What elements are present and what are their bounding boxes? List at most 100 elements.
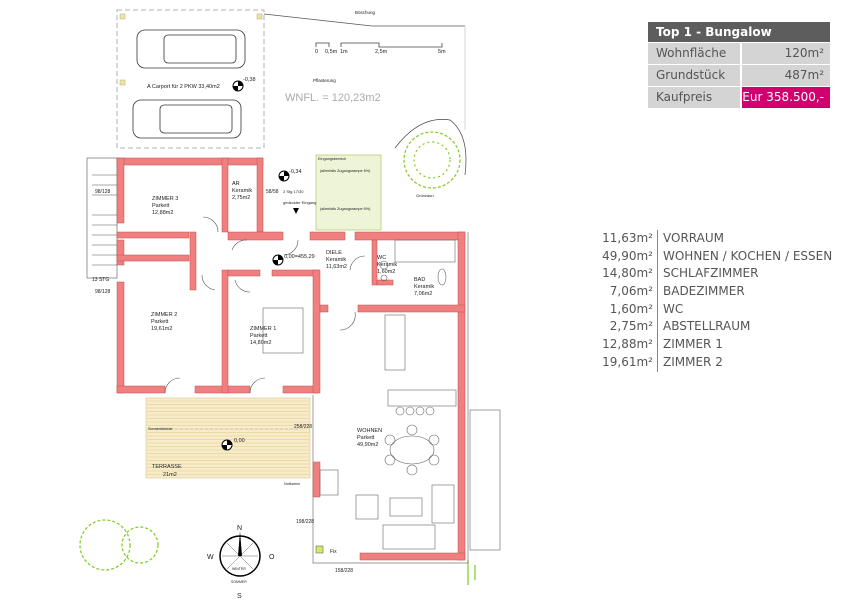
info-row-kaufpreis: Kaufpreis Eur 358.500,- (648, 87, 830, 108)
fix-window (315, 545, 324, 554)
compass-sommer: SOMMER (231, 580, 247, 584)
room-area: 12,88m² (590, 336, 658, 354)
info-value: 120m² (742, 43, 830, 64)
room-list-item: 12,88m² ZIMMER 1 (590, 336, 832, 354)
scale-bar (315, 42, 443, 48)
room-wc-name: WC (377, 255, 386, 261)
room-diele-name: DIELE (326, 250, 342, 256)
level-marker-icon (278, 170, 290, 182)
room-area: 11,63m² (590, 230, 658, 248)
compass-icon (219, 531, 261, 577)
tree-icon (79, 131, 476, 585)
label-ramp: (allenfalls Zugangsrampe 6%) (320, 169, 371, 173)
dim-label: 98/128 (95, 289, 111, 295)
room-list-item: 2,75m² ABSTELLRAUM (590, 318, 832, 337)
room-bad-name: BAD (414, 277, 425, 283)
door-swings (164, 216, 366, 394)
property-info-box: Top 1 - Bungalow Wohnfläche 120m² Grunds… (648, 22, 830, 108)
label-notkamin: Notkamin (284, 482, 300, 486)
room-area: 7,06m² (590, 283, 658, 301)
info-label: Kaufpreis (648, 87, 740, 108)
label-covered-entry: gedeckter Eingang (283, 200, 316, 205)
label-fix: Fix (330, 549, 337, 555)
level-marker-icon (232, 80, 244, 92)
label-sonnenblende: Sonnenblende (148, 427, 173, 431)
walls (116, 157, 466, 561)
label-boeschung: Böschung (355, 10, 376, 15)
room-zimmer2-floor: Parkett (151, 319, 169, 325)
dim-label: 158/228 (335, 568, 353, 574)
floor-level: 0,00=455,29 (284, 254, 315, 260)
compass-winter: WINTER (232, 567, 246, 571)
terrace-area: 21m2 (163, 472, 177, 478)
building-outline (312, 232, 501, 564)
furniture (262, 239, 457, 550)
room-bad-area: 7,06m2 (414, 291, 432, 297)
room-zimmer2-name: ZIMMER 2 (151, 312, 177, 318)
room-wohnen-area: 49,90m2 (357, 442, 378, 448)
room-list-item: 7,06m² BADEZIMMER (590, 283, 832, 301)
dim-label: 98/128 (95, 189, 111, 195)
room-ar-floor: Keramik (232, 188, 252, 194)
site-boundary (263, 13, 465, 27)
room-name: ZIMMER 1 (663, 337, 723, 352)
room-zimmer3-name: ZIMMER 3 (152, 196, 178, 202)
car-icon (132, 29, 246, 139)
scale-5: 5m (438, 49, 446, 55)
scale-1: 1m (340, 49, 348, 55)
level-marker-icon (221, 439, 233, 451)
room-name: VORRAUM (663, 231, 724, 245)
room-bad-floor: Keramik (414, 284, 434, 290)
terrace (145, 397, 311, 479)
room-name: WC (663, 301, 684, 316)
room-area: 49,90m² (590, 247, 658, 266)
info-value: 487m² (742, 65, 830, 86)
room-zimmer1-floor: Parkett (250, 333, 268, 339)
room-name: WOHNEN / KOCHEN / ESSEN (663, 248, 833, 263)
stairs-count: 13 STG (92, 277, 109, 283)
carport-label: A Carport für 2 PKW 33,40m2 (147, 84, 220, 90)
room-name: SCHLAFZIMMER (663, 266, 759, 281)
exterior-stairs (86, 157, 118, 279)
dim-label: 198/228 (296, 519, 314, 525)
room-area: 19,61m² (590, 353, 658, 372)
room-ar-area: 2,75m2 (232, 195, 250, 201)
property-title: Top 1 - Bungalow (648, 22, 830, 42)
entrance-area (315, 154, 382, 231)
info-row-grundstueck: Grundstück 487m² (648, 65, 830, 86)
compass-n: N (237, 525, 242, 532)
dim-label: 258/228 (294, 424, 312, 430)
scale-05: 0,5m (325, 49, 338, 55)
room-diele-floor: Keramik (326, 257, 346, 263)
level-marker-icon (272, 254, 284, 266)
carport-outline (116, 9, 265, 149)
terrace-label: TERRASSE (152, 464, 182, 470)
label-gruenzaun: Grünzaun (416, 193, 434, 198)
room-area: 14,80m² (590, 265, 658, 284)
entry-stairs: 2 Stg 17/30 (283, 189, 304, 194)
room-area-list: 11,63m² VORRAUM 49,90m² WOHNEN / KOCHEN / E… (590, 230, 832, 372)
room-zimmer2-area: 19,61m2 (151, 326, 172, 332)
compass-s: S (237, 593, 242, 600)
room-area: 2,75m² (590, 318, 658, 337)
room-name: BADEZIMMER (663, 284, 745, 299)
label-ramp: (allenfalls Zugangsrampe 6%) (320, 207, 371, 211)
room-name: ABSTELLRAUM (663, 319, 751, 334)
room-list-item: 14,80m² SCHLAFZIMMER (590, 265, 832, 284)
price-value: Eur 358.500,- (742, 87, 830, 108)
carport-level: -0,38 (243, 77, 256, 83)
room-zimmer3-area: 12,88m2 (152, 210, 173, 216)
info-label: Wohnfläche (648, 43, 740, 64)
compass-o: O (269, 554, 275, 561)
entry-level: -0,34 (289, 169, 302, 175)
room-zimmer3-floor: Parkett (152, 203, 170, 209)
room-name: ZIMMER 2 (663, 354, 723, 369)
carport-posts (119, 13, 263, 86)
room-wohnen-floor: Parkett (357, 435, 375, 441)
info-row-wohnflaeche: Wohnfläche 120m² (648, 43, 830, 64)
room-zimmer1-area: 14,80m2 (250, 340, 271, 346)
scale-25: 2,5m (375, 49, 388, 55)
terrace-level: 0,00 (234, 438, 245, 444)
